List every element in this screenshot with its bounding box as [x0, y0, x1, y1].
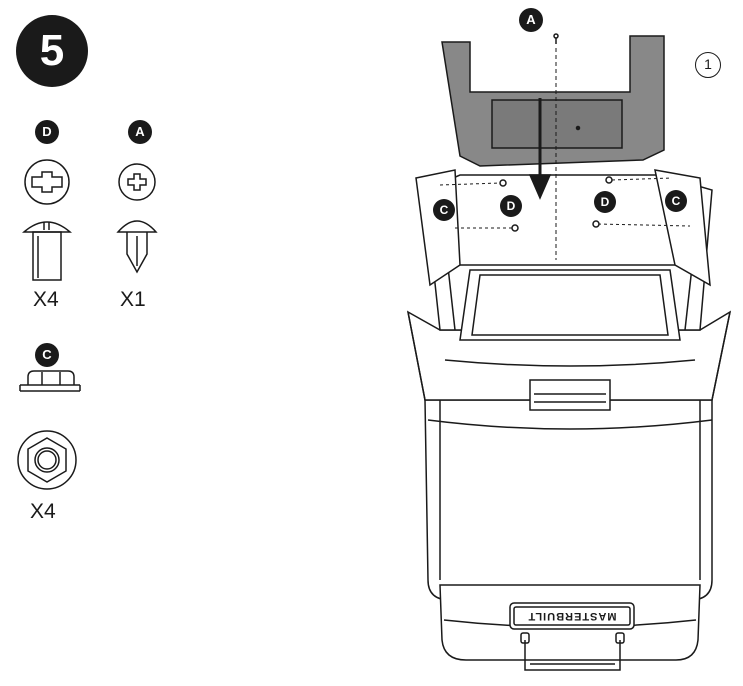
diagram-label-c-left: C — [433, 199, 455, 221]
diagram-label-d-left: D — [500, 195, 522, 217]
hex-nut-top-icon — [17, 430, 77, 490]
part-a-badge: A — [128, 120, 152, 144]
part-a-quantity: X1 — [120, 288, 146, 311]
brand-plate — [509, 602, 635, 630]
grill-body — [424, 399, 713, 601]
diagram-label-c-right: C — [665, 190, 687, 212]
part-c-quantity: X4 — [30, 500, 56, 523]
front-handle — [524, 640, 621, 671]
rivet-head-icon — [118, 163, 156, 201]
grill-diagram — [406, 33, 732, 671]
part-d-badge: D — [35, 120, 59, 144]
phillips-screw-head-icon — [24, 159, 70, 205]
step-number-badge: 5 — [16, 15, 88, 87]
left-side-panel — [415, 169, 461, 287]
rivet-side-icon — [116, 220, 158, 274]
diagram-label-d-right: D — [594, 191, 616, 213]
step-callout-1: 1 — [695, 52, 721, 78]
part-d-quantity: X4 — [33, 288, 59, 311]
rivet-a-placement — [553, 33, 559, 260]
grate — [459, 269, 681, 341]
part-c-badge: C — [35, 343, 59, 367]
phillips-screw-side-icon — [21, 221, 73, 281]
brand-text: MASTERBUILT — [527, 610, 617, 622]
hex-nut-side-icon — [19, 370, 81, 392]
front-latch — [529, 379, 611, 411]
diagram-label-a: A — [519, 8, 543, 32]
install-direction-arrow — [528, 98, 552, 200]
